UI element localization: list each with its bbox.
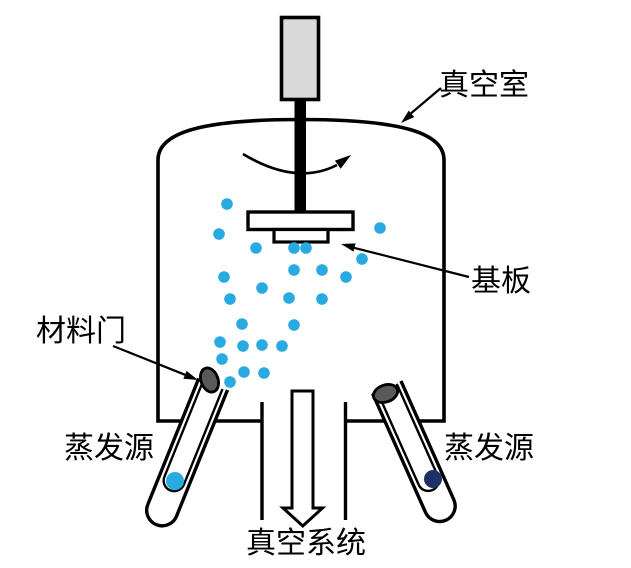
vapor-particle: [237, 340, 249, 352]
rotation-arrow: [242, 152, 351, 175]
label-evaporation-source-right: 蒸发源: [444, 432, 534, 465]
rotation-arrow-curve: [242, 152, 338, 175]
vapor-particle: [256, 339, 268, 351]
vapor-particles: [213, 198, 386, 388]
vapor-particle: [288, 319, 300, 331]
vapor-particle: [316, 293, 328, 305]
material-door-right: [371, 383, 400, 404]
vapor-particle: [356, 253, 368, 265]
substrate-plate: [272, 227, 330, 244]
vapor-particle: [276, 340, 288, 352]
vapor-particle: [224, 293, 236, 305]
vacuum-flow-arrow: [279, 389, 327, 529]
label-vacuum-system: 真空系统: [246, 527, 366, 560]
vapor-particle: [213, 228, 225, 240]
vapor-particle: [300, 242, 312, 254]
vapor-particle: [221, 198, 233, 210]
evaporation-tube-left: [144, 377, 230, 528]
vapor-particle: [238, 366, 250, 378]
material-door-left: [199, 366, 220, 394]
rotation-arrow-head: [334, 155, 351, 169]
vapor-particle: [216, 353, 228, 365]
vapor-particle: [236, 318, 248, 330]
vapor-particle: [316, 264, 328, 276]
vapor-particle: [288, 264, 300, 276]
leader-arrow-vacuum-chamber: [401, 87, 442, 123]
source-material-left: [166, 472, 184, 490]
leader-arrow-substrate: [341, 243, 470, 279]
evaporation-tube-left-inner: [162, 380, 224, 493]
vapor-particle: [218, 271, 230, 283]
label-vacuum-chamber: 真空室: [439, 69, 529, 102]
vapor-particle: [256, 282, 268, 294]
leader-arrow-material-door: [112, 344, 198, 380]
vapor-particle: [250, 242, 262, 254]
vapor-particle: [214, 336, 226, 348]
vapor-particle: [258, 367, 270, 379]
vapor-particle: [224, 376, 236, 388]
label-material-door: 材料门: [36, 315, 126, 348]
vapor-particle: [288, 242, 300, 254]
source-material-right: [424, 470, 442, 488]
label-substrate: 基板: [471, 265, 531, 298]
vapor-particle: [340, 271, 352, 283]
vapor-particle: [283, 292, 295, 304]
label-evaporation-source-left: 蒸发源: [64, 432, 154, 465]
vapor-particle: [374, 222, 386, 234]
motor-block: [279, 15, 321, 102]
rotation-shaft: [294, 96, 306, 214]
substrate-holder: [246, 210, 355, 232]
